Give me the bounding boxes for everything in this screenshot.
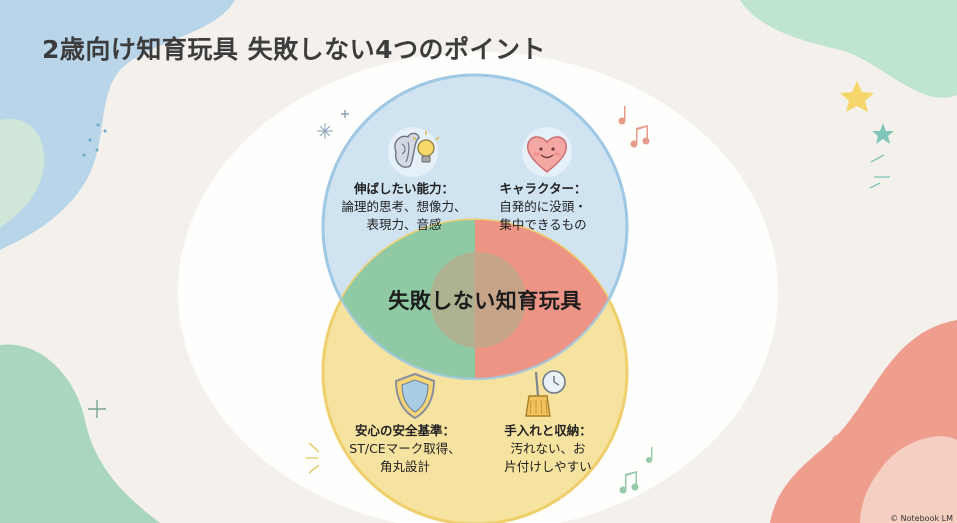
- quadrant-heading: 安心の安全基準：: [354, 423, 455, 438]
- quadrant-line: ST/CEマーク取得、: [349, 441, 461, 456]
- center-label: 失敗しない知育玩具: [388, 289, 582, 313]
- lens-center-overlap: [430, 252, 526, 348]
- quadrant-heading: キャラクター：: [499, 181, 587, 196]
- smiling-heart-icon: [522, 127, 572, 177]
- quadrant-label-character: キャラクター： 自発的に没頭・ 集中できるもの: [478, 180, 608, 234]
- sparkle-icon: [306, 154, 890, 474]
- bg-blob-green-tl: [0, 118, 45, 230]
- sparkle-icon: [832, 428, 857, 442]
- quadrant-line: 自発的に没頭・: [499, 199, 587, 214]
- quadrant-label-care: 手入れと収納： 汚れない、お 片付けしやすい: [488, 422, 608, 476]
- music-note-icon: [619, 447, 653, 494]
- brain-lightbulb-icon: [388, 127, 440, 177]
- bg-blob-green-bl: [0, 344, 160, 523]
- quadrant-heading: 手入れと収納：: [504, 423, 592, 438]
- page-title: 2歳向け知育玩具 失敗しない4つのポイント: [42, 35, 546, 64]
- quadrant-line: 論理的思考、想像力、: [341, 199, 467, 214]
- clock-broom-icon: [525, 370, 566, 417]
- quadrant-line: 表現力、音感: [366, 217, 442, 232]
- quadrant-line: 集中できるもの: [499, 217, 587, 232]
- quadrant-heading: 伸ばしたい能力：: [353, 181, 454, 196]
- quadrant-label-abilities: 伸ばしたい能力： 論理的思考、想像力、 表現力、音感: [334, 180, 474, 234]
- quadrant-line: 角丸設計: [379, 459, 430, 474]
- shield-icon: [394, 372, 436, 420]
- quadrant-line: 汚れない、お: [510, 441, 586, 456]
- star-icon: [840, 81, 894, 144]
- bg-blob-peach: [860, 436, 957, 523]
- bg-blob-green-tr: [740, 0, 957, 98]
- dots-decoration: [82, 123, 107, 157]
- credit-text: © Notebook LM: [890, 514, 953, 523]
- bg-blob-blue: [0, 0, 235, 250]
- quadrant-label-safety: 安心の安全基準： ST/CEマーク取得、 角丸設計: [345, 422, 465, 476]
- sparkle-icon: [88, 110, 349, 418]
- quadrant-line: 片付けしやすい: [504, 459, 592, 474]
- music-note-icon: [618, 106, 650, 148]
